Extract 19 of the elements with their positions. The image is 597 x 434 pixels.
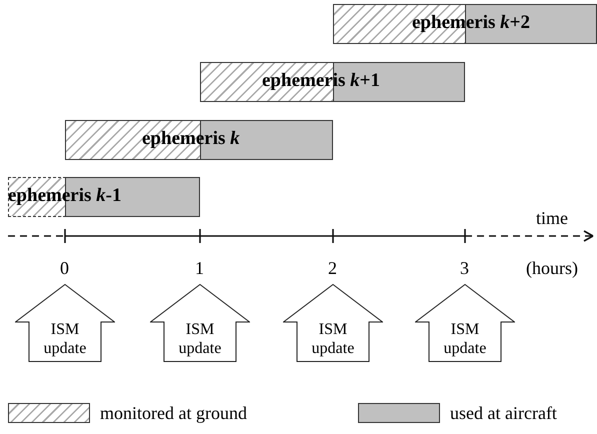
up-arrow-shape [150, 284, 250, 362]
ephemeris-bar [200, 62, 465, 102]
up-arrow-shape [415, 284, 515, 362]
tick-label: 0 [60, 258, 69, 278]
up-arrow-shape [15, 284, 115, 362]
up-arrow-shape [283, 284, 383, 362]
tick-label: 3 [460, 258, 469, 278]
ephemeris-bar [65, 120, 333, 160]
update-label: ISM update [442, 320, 488, 358]
axis-title: (hours) [526, 258, 578, 278]
update-label: ISM update [310, 320, 356, 358]
update-label: ISM update [178, 320, 222, 358]
legend-label: monitored at ground [100, 403, 247, 423]
legend-label: used at aircraft [450, 403, 557, 423]
update-label: ISM update [42, 320, 88, 358]
ephemeris-bar [333, 4, 597, 44]
tick-label: 1 [195, 258, 204, 278]
tick-label: 2 [328, 258, 337, 278]
axis-title: time [536, 208, 568, 228]
